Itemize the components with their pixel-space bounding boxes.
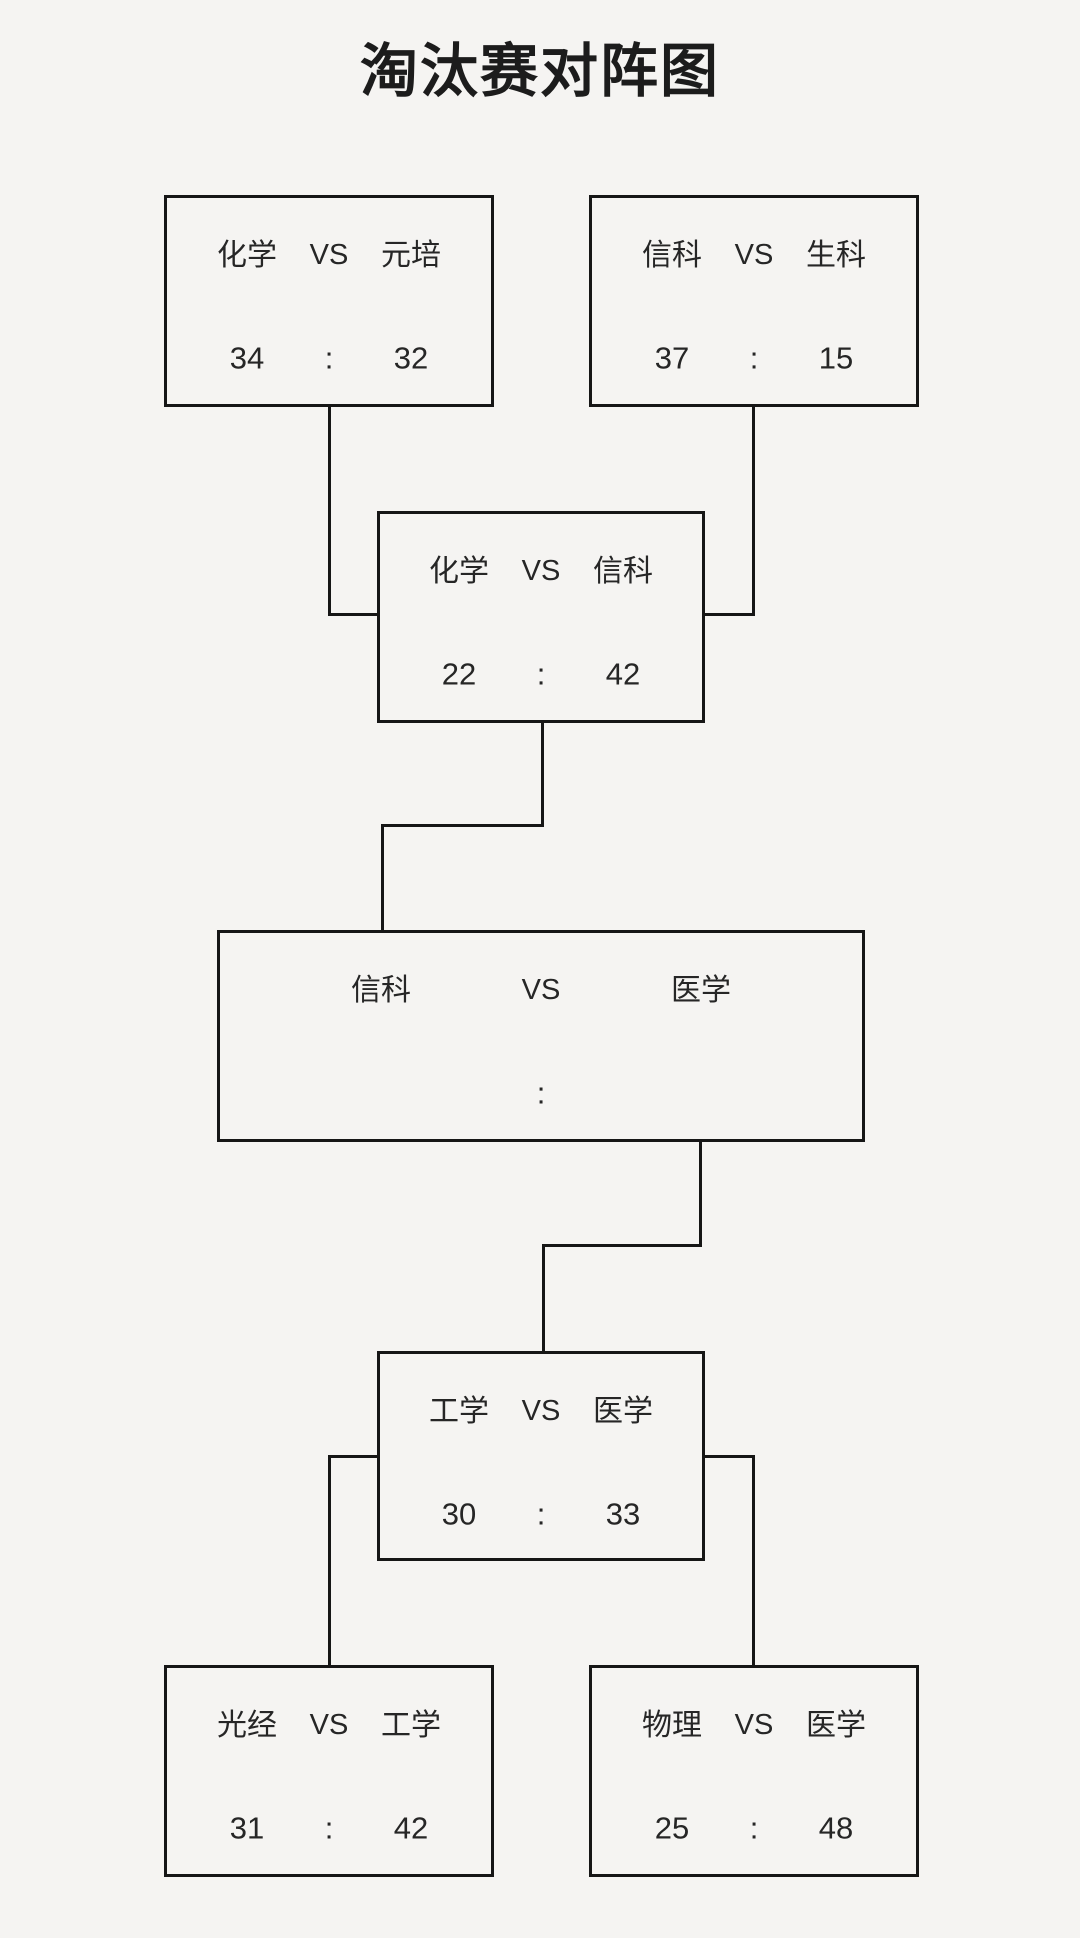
team-row: 信科 VS 医学 [220,973,862,1009]
vs-label: VS [734,1709,774,1741]
team-name-a: 光经 [217,1709,277,1742]
team-name-a: 信科 [642,239,702,272]
team-name-a: 工学 [429,1395,489,1428]
score-a [301,1074,461,1111]
page-title: 淘汰赛对阵图 [359,39,720,104]
score-a: 22 [441,656,477,692]
team-row: 信科 VS 生科 [592,238,916,274]
team-name-b: 医学 [806,1709,866,1742]
score-b: 42 [393,1810,429,1846]
score-a: 34 [229,340,265,376]
score-separator: : [536,656,546,692]
score-a: 30 [441,1496,477,1532]
match-box-qf-bottom-left: 光经 VS 工学 31 : 42 [164,1665,494,1877]
score-b: 32 [393,340,429,376]
score-row: 25 : 48 [592,1809,916,1846]
connector-into-final-top [381,824,384,930]
vs-label: VS [521,974,561,1006]
connector-semi-bottom-right-out [703,1455,755,1458]
connector-qf-bottom-right-up [752,1455,755,1665]
team-name-b: 工学 [381,1709,441,1742]
connector-into-semi-bottom-top [542,1244,545,1351]
score-row: 22 : 42 [380,655,702,692]
team-name-a: 化学 [217,239,277,272]
team-name-b: 生科 [806,239,866,272]
connector-final-down [699,1142,702,1247]
team-name-a: 物理 [642,1709,702,1742]
vs-label: VS [521,555,561,587]
score-row: 34 : 32 [167,339,491,376]
score-b [621,1074,781,1111]
connector-semi-top-jog [381,824,544,827]
team-name-b: 医学 [593,1395,653,1428]
score-separator: : [749,340,759,376]
score-a: 31 [229,1810,265,1846]
team-row: 光经 VS 工学 [167,1708,491,1744]
connector-semi-top-down [541,723,544,827]
score-row: 30 : 33 [380,1495,702,1532]
score-b: 48 [818,1810,854,1846]
connector-qf-left-into-semi [328,613,380,616]
match-box-qf-left: 化学 VS 元培 34 : 32 [164,195,494,407]
connector-semi-bottom-left-out [328,1455,380,1458]
score-separator: : [749,1810,759,1846]
match-box-semi-top: 化学 VS 信科 22 : 42 [377,511,705,723]
score-separator: : [536,1075,546,1111]
match-box-final: 信科 VS 医学 : [217,930,865,1142]
team-name-b: 信科 [593,555,653,588]
team-name-b: 医学 [671,974,731,1007]
score-b: 42 [605,656,641,692]
vs-label: VS [521,1395,561,1427]
team-name-b: 元培 [381,239,441,272]
vs-label: VS [309,1709,349,1741]
vs-label: VS [309,239,349,271]
match-box-qf-right: 信科 VS 生科 37 : 15 [589,195,919,407]
score-row: 31 : 42 [167,1809,491,1846]
score-a: 25 [654,1810,690,1846]
team-row: 化学 VS 元培 [167,238,491,274]
team-name-a: 信科 [351,974,411,1007]
vs-label: VS [734,239,774,271]
connector-qf-right-down [752,407,755,616]
score-row: : [220,1074,862,1111]
connector-qf-bottom-left-up [328,1455,331,1665]
score-a: 37 [654,340,690,376]
score-b: 33 [605,1496,641,1532]
team-row: 化学 VS 信科 [380,554,702,590]
team-row: 工学 VS 医学 [380,1394,702,1430]
score-separator: : [324,340,334,376]
score-separator: : [536,1496,546,1532]
connector-final-jog [542,1244,702,1247]
team-row: 物理 VS 医学 [592,1708,916,1744]
match-box-qf-bottom-right: 物理 VS 医学 25 : 48 [589,1665,919,1877]
match-box-semi-bottom: 工学 VS 医学 30 : 33 [377,1351,705,1561]
score-row: 37 : 15 [592,339,916,376]
connector-qf-left-down [328,407,331,616]
team-name-a: 化学 [429,555,489,588]
connector-qf-right-into-semi [703,613,755,616]
score-separator: : [324,1810,334,1846]
score-b: 15 [818,340,854,376]
